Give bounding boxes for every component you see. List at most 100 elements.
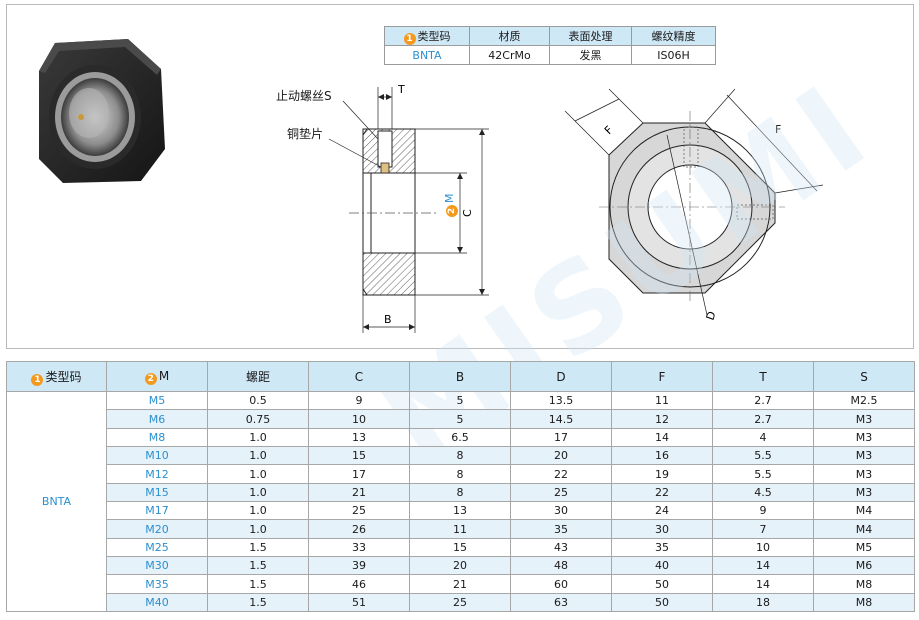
table-cell: 21 [308, 482, 410, 503]
table-cell: M3 [813, 409, 915, 429]
table-cell: M3 [813, 427, 915, 448]
table-cell: 10 [712, 537, 814, 558]
thread-size-cell: M15 [106, 482, 208, 503]
dim-m-label: 2M [443, 194, 458, 217]
col-header-b: B [409, 361, 511, 392]
col-header-s: S [813, 361, 915, 392]
spec-header-thread: 螺纹精度 [631, 26, 716, 46]
table-cell: 22 [510, 464, 612, 484]
table-cell: 1.0 [207, 446, 309, 466]
col-header-c: C [308, 361, 410, 392]
table-cell: 2.7 [712, 409, 814, 429]
dim-b-label: B [384, 313, 392, 326]
table-cell: 0.75 [207, 409, 309, 429]
front-view: F F D [564, 88, 824, 322]
spec-value-material: 42CrMo [469, 45, 550, 65]
table-cell: 1.0 [207, 501, 309, 521]
dim-d-label: D [704, 310, 719, 322]
table-cell: 30 [611, 519, 713, 539]
spec-value-code: BNTA [384, 45, 470, 65]
table-cell: 7 [712, 519, 814, 539]
table-cell: 46 [308, 574, 410, 594]
table-cell: 39 [308, 556, 410, 576]
col-header-d: D [510, 361, 612, 392]
thread-size-cell: M12 [106, 464, 208, 484]
table-cell: 1.0 [207, 519, 309, 539]
table-cell: 1.0 [207, 482, 309, 503]
table-cell: M5 [813, 537, 915, 558]
thread-size-cell: M10 [106, 446, 208, 466]
table-cell: M8 [813, 592, 915, 613]
callout-screw: 止动螺丝S [276, 89, 332, 103]
table-cell: 2.7 [712, 390, 814, 411]
table-cell: 1.5 [207, 537, 309, 558]
table-cell: 60 [510, 574, 612, 594]
thread-size-cell: M20 [106, 519, 208, 539]
table-cell: 20 [409, 556, 511, 576]
table-cell: 8 [409, 464, 511, 484]
table-cell: 0.5 [207, 390, 309, 411]
table-cell: 16 [611, 446, 713, 466]
table-cell: 11 [409, 519, 511, 539]
thread-size-cell: M5 [106, 390, 208, 411]
table-cell: 51 [308, 592, 410, 613]
spec-header-surface: 表面处理 [549, 26, 632, 46]
spec-header-material: 材质 [469, 26, 550, 46]
table-cell: 5.5 [712, 446, 814, 466]
table-cell: 35 [611, 537, 713, 558]
table-cell: 8 [409, 482, 511, 503]
table-cell: 25 [510, 482, 612, 503]
table-cell: 33 [308, 537, 410, 558]
table-cell: 8 [409, 446, 511, 466]
badge-one: 1 [403, 32, 416, 45]
callout-pad: 铜垫片 [287, 127, 324, 141]
table-cell: 15 [409, 537, 511, 558]
table-cell: 14.5 [510, 409, 612, 429]
table-cell: 13 [308, 427, 410, 448]
table-cell: 17 [308, 464, 410, 484]
table-cell: 1.0 [207, 427, 309, 448]
table-cell: 14 [712, 574, 814, 594]
table-cell: 12 [611, 409, 713, 429]
table-cell: 5.5 [712, 464, 814, 484]
table-cell: 4.5 [712, 482, 814, 503]
table-cell: 15 [308, 446, 410, 466]
table-cell: 18 [712, 592, 814, 613]
thread-size-cell: M40 [106, 592, 208, 613]
dim-c-label: C [461, 209, 474, 217]
table-cell: 1.5 [207, 592, 309, 613]
thread-size-cell: M8 [106, 427, 208, 448]
table-cell: 14 [712, 556, 814, 576]
table-cell: 10 [308, 409, 410, 429]
thread-size-cell: M35 [106, 574, 208, 594]
table-cell: M3 [813, 464, 915, 484]
table-cell: 24 [611, 501, 713, 521]
table-cell: 17 [510, 427, 612, 448]
table-cell: 6.5 [409, 427, 511, 448]
table-cell: 43 [510, 537, 612, 558]
dim-t-label: T [397, 83, 405, 96]
col-header-f: F [611, 361, 713, 392]
table-cell: 9 [712, 501, 814, 521]
thread-size-cell: M17 [106, 501, 208, 521]
table-cell: M2.5 [813, 390, 915, 411]
type-code-cell: BNTA [6, 390, 107, 613]
table-cell: 48 [510, 556, 612, 576]
col-header-t: T [712, 361, 814, 392]
table-cell: M4 [813, 519, 915, 539]
table-cell: 22 [611, 482, 713, 503]
product-photo [39, 39, 165, 183]
table-cell: 1.5 [207, 556, 309, 576]
table-cell: 40 [611, 556, 713, 576]
